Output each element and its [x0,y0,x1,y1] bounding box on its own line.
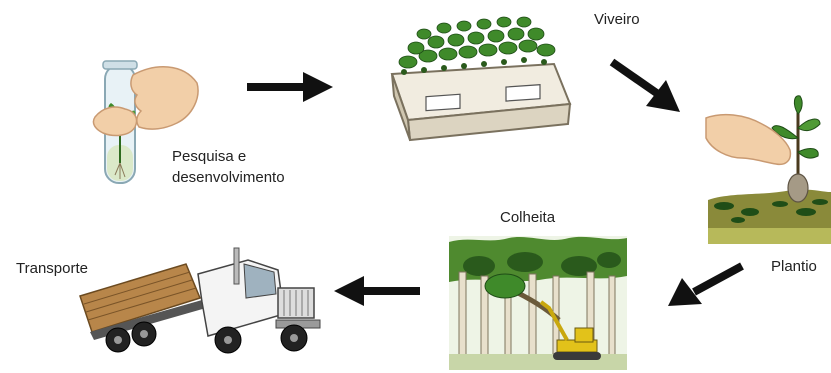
log-truck-illustration [79,247,321,354]
label-viveiro: Viveiro [594,11,640,28]
label-pesquisa-line1: Pesquisa e [172,148,247,165]
arrow-down-left-icon [668,262,744,306]
label-colheita: Colheita [500,209,556,226]
arrow-down-right-icon [609,58,680,112]
arrow-left-icon [334,276,420,306]
label-pesquisa-line2: desenvolvimento [172,169,285,186]
arrow-right-icon [247,72,333,102]
planting-hand-illustration [705,95,831,244]
label-pesquisa: Pesquisa e desenvolvimento [172,146,332,188]
seedling-tray-illustration [390,16,572,142]
test-tube-hand-illustration [92,60,199,184]
label-plantio: Plantio [771,258,817,275]
harvest-forest-illustration [449,236,627,370]
label-transporte: Transporte [16,260,88,277]
